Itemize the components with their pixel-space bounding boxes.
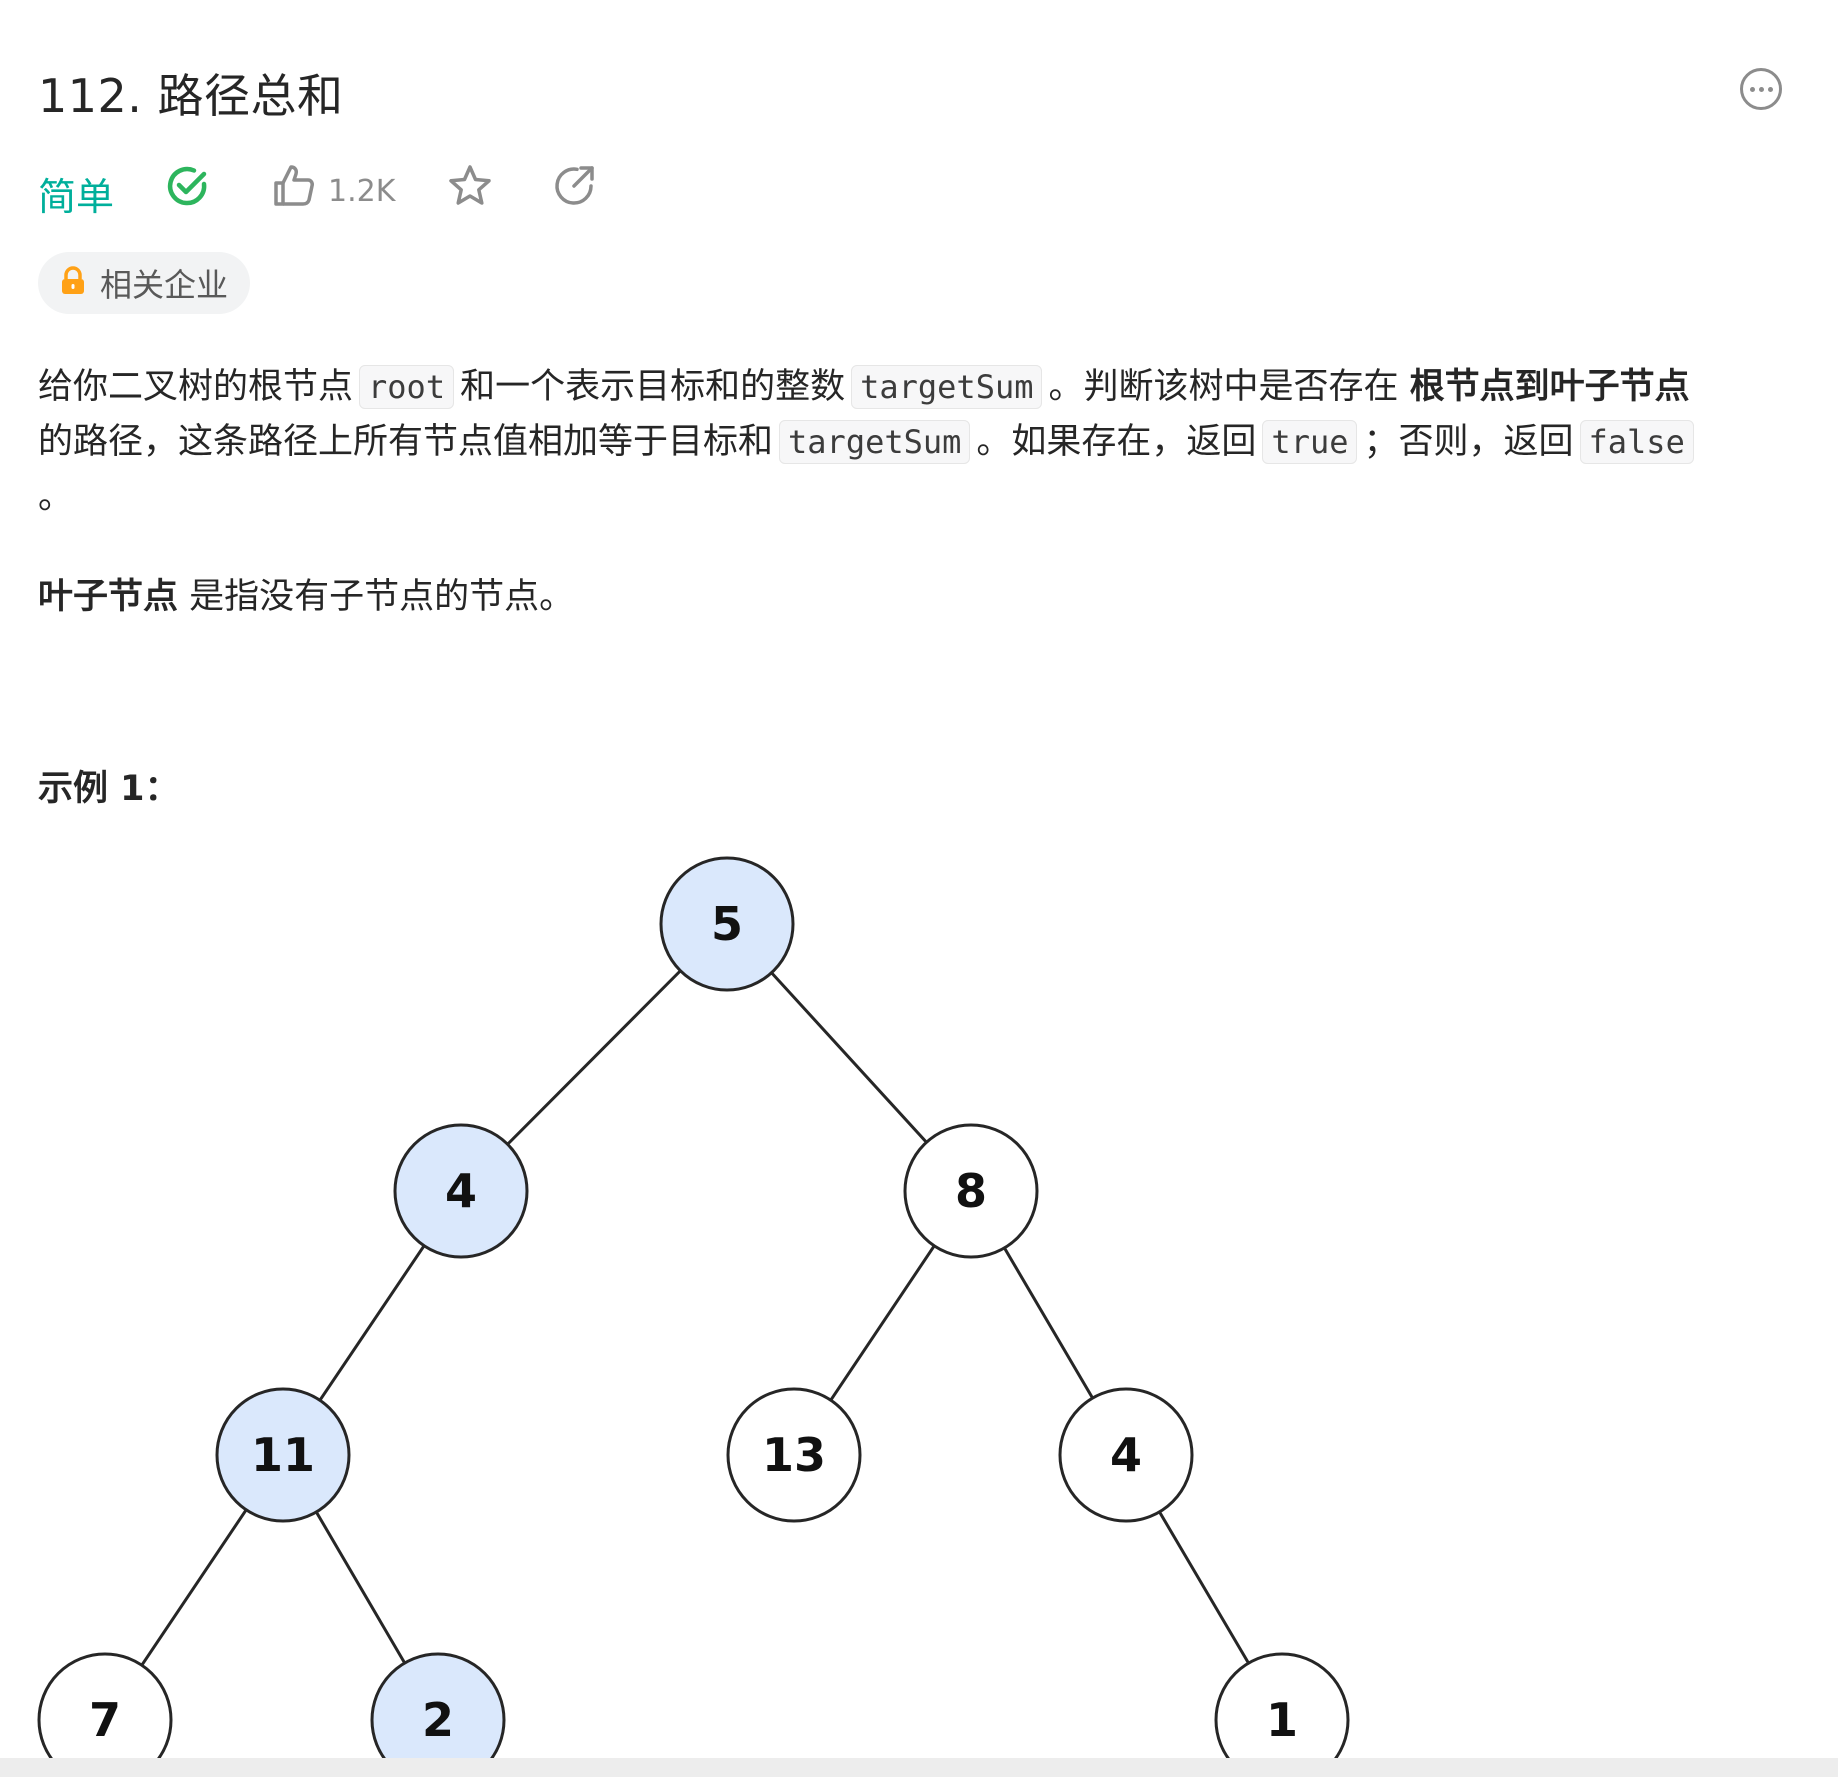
code-root: root: [359, 365, 455, 409]
desc-text: ；否则，返回: [1363, 422, 1574, 462]
code-targetsum: targetSum: [779, 420, 971, 464]
tree-node-label: 4: [1110, 1428, 1142, 1482]
tree-node-n8: 8: [903, 1123, 1039, 1259]
tree-node-label: 4: [445, 1164, 477, 1218]
tree-node-n11: 11: [215, 1387, 351, 1523]
desc-text: 。如果存在，返回: [976, 422, 1257, 462]
company-tag-label: 相关企业: [100, 266, 229, 304]
tree-node-n1: 1: [1214, 1652, 1350, 1777]
more-icon[interactable]: [1740, 68, 1782, 110]
like-count: 1.2K: [328, 174, 396, 209]
tree-node-n5: 5: [659, 856, 795, 992]
tree-node-circle: [903, 1123, 1039, 1259]
tree-node-circle: [1214, 1652, 1350, 1777]
tree-node-circle: [393, 1123, 529, 1259]
tree-node-circle: [215, 1387, 351, 1523]
code-true: true: [1262, 420, 1358, 464]
bottom-scroll-strip: [0, 1758, 1838, 1777]
tree-node-circle: [726, 1387, 862, 1523]
tree-node-label: 2: [422, 1693, 454, 1747]
company-tag[interactable]: 相关企业: [38, 252, 251, 314]
desc-text: 和一个表示目标和的整数: [460, 367, 846, 407]
star-icon[interactable]: [446, 162, 494, 214]
tree-node-label: 8: [955, 1164, 987, 1218]
tree-node-n7: 7: [37, 1652, 173, 1777]
code-false: false: [1579, 420, 1694, 464]
tree-node-label: 1: [1266, 1693, 1298, 1747]
tree-node-label: 5: [711, 897, 743, 951]
desc-bold: 根节点到叶子节点: [1409, 367, 1690, 407]
desc-text: 。: [38, 477, 74, 517]
tree-node-n4a: 4: [393, 1123, 529, 1259]
desc-text: 的路径，这条路径上所有节点值相加等于目标和: [38, 422, 774, 462]
example-title: 示例 1：: [38, 769, 180, 809]
solved-check-icon: [164, 162, 212, 214]
example-tree-diagram: 5 4 8 11 13 4 7 2 1: [0, 845, 1838, 1777]
lock-icon: [60, 266, 86, 300]
problem-meta-row: 简单 1.2K: [38, 162, 838, 219]
tree-node-n2: 2: [370, 1652, 506, 1777]
tree-node-label: 11: [251, 1428, 315, 1482]
tree-node-n13: 13: [726, 1387, 862, 1523]
tree-node-circle: [1058, 1387, 1194, 1523]
difficulty-label[interactable]: 简单: [38, 175, 115, 219]
share-icon[interactable]: [550, 162, 598, 214]
tree-node-label: 7: [89, 1693, 121, 1747]
tree-node-circle: [659, 856, 795, 992]
code-targetsum: targetSum: [851, 365, 1043, 409]
problem-title: 112. 路径总和: [38, 69, 344, 123]
tree-node-circle: [370, 1652, 506, 1777]
desc-text: 是指没有子节点的节点。: [189, 577, 575, 617]
tree-svg: 5 4 8 11 13 4 7 2 1: [37, 856, 1350, 1777]
tree-node-n4b: 4: [1058, 1387, 1194, 1523]
desc-text: 。判断该树中是否存在: [1048, 367, 1399, 407]
desc-bold: 叶子节点: [38, 577, 179, 617]
thumbs-up-icon[interactable]: [270, 162, 318, 214]
desc-text: 给你二叉树的根节点: [38, 367, 354, 407]
tree-node-circle: [37, 1652, 173, 1777]
tree-node-label: 13: [762, 1428, 826, 1482]
leaf-definition: 叶子节点 是指没有子节点的节点。: [38, 568, 574, 619]
